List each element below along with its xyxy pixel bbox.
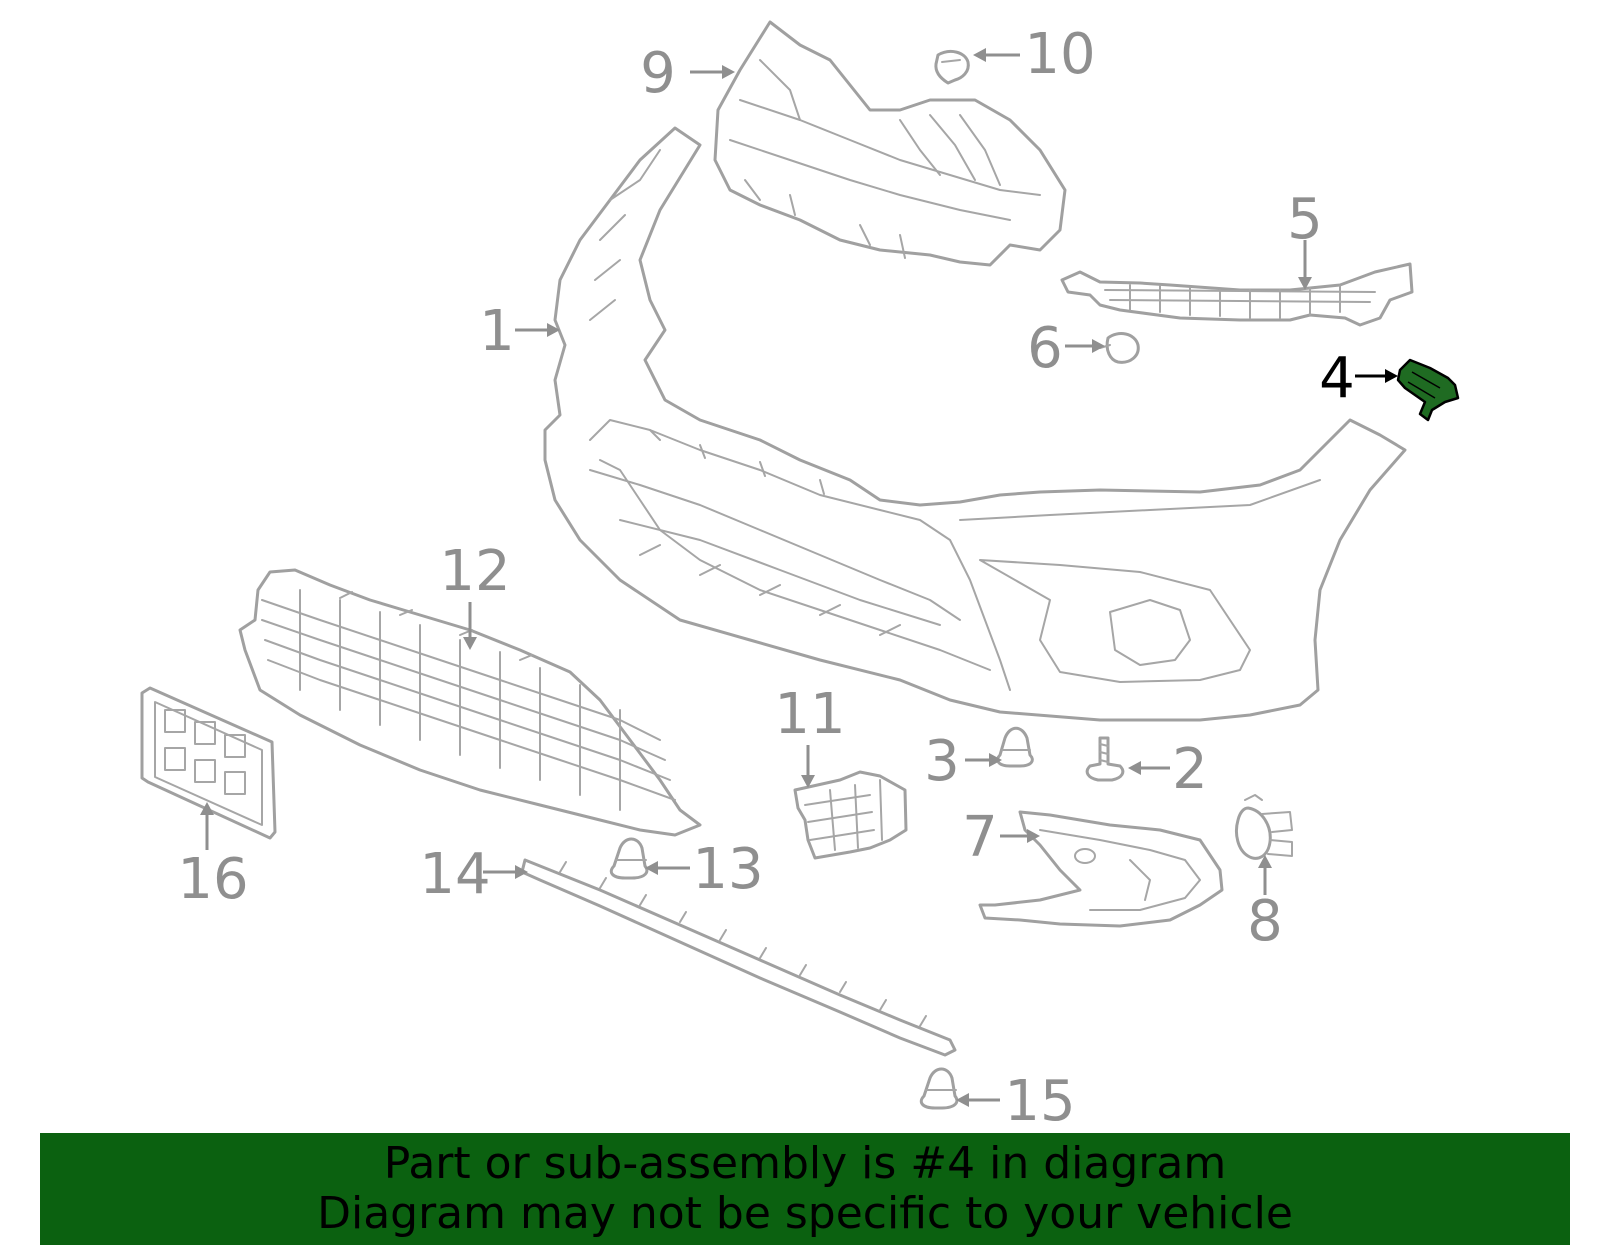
callout-10: 10 [1024, 22, 1095, 87]
part-7-fog-bezel [978, 810, 1224, 928]
callout-16: 16 [177, 847, 248, 912]
callout-4: 4 [1319, 346, 1355, 411]
part-11-bracket [793, 770, 908, 860]
part-16-license-bracket [140, 686, 277, 840]
part-5-support-rail [1060, 262, 1414, 327]
part-6-clip [1099, 332, 1140, 364]
callout-3: 3 [924, 729, 960, 794]
info-banner: Part or sub-assembly is #4 in diagram Di… [40, 1133, 1570, 1245]
callout-14: 14 [419, 842, 490, 907]
part-12-lower-grille [238, 568, 702, 837]
part-9-upper-absorber [713, 20, 1067, 267]
part-8-cover [1234, 794, 1293, 860]
callout-9: 9 [640, 41, 676, 106]
part-13-clip [609, 837, 649, 880]
callout-1: 1 [479, 299, 515, 364]
part-2-screw [1085, 736, 1125, 782]
part-3-clip [996, 726, 1034, 768]
callout-15: 15 [1004, 1069, 1075, 1130]
callout-7: 7 [962, 805, 998, 870]
callout-2: 2 [1172, 737, 1208, 802]
part-14-lower-strip [520, 858, 957, 1057]
part-15-clip [919, 1067, 959, 1110]
banner-line-disclaimer: Diagram may not be specific to your vehi… [317, 1188, 1293, 1239]
part-1-bumper-cover [543, 126, 1407, 722]
callout-arrows [200, 48, 1398, 1107]
part-10-clip [934, 50, 970, 85]
callout-12: 12 [439, 539, 510, 604]
callout-labels: 9 10 5 1 6 4 12 11 3 2 7 8 16 13 14 15 [177, 22, 1354, 1130]
callout-5: 5 [1287, 187, 1323, 252]
callout-8: 8 [1247, 889, 1283, 954]
callout-13: 13 [692, 837, 763, 902]
callout-6: 6 [1027, 316, 1063, 381]
parts-diagram: 9 10 5 1 6 4 12 11 3 2 7 8 16 13 14 15 [140, 20, 1460, 1130]
part-4-bracket-highlighted[interactable] [1396, 358, 1460, 422]
banner-line-part: Part or sub-assembly is #4 in diagram [383, 1138, 1227, 1189]
callout-11: 11 [774, 682, 845, 747]
